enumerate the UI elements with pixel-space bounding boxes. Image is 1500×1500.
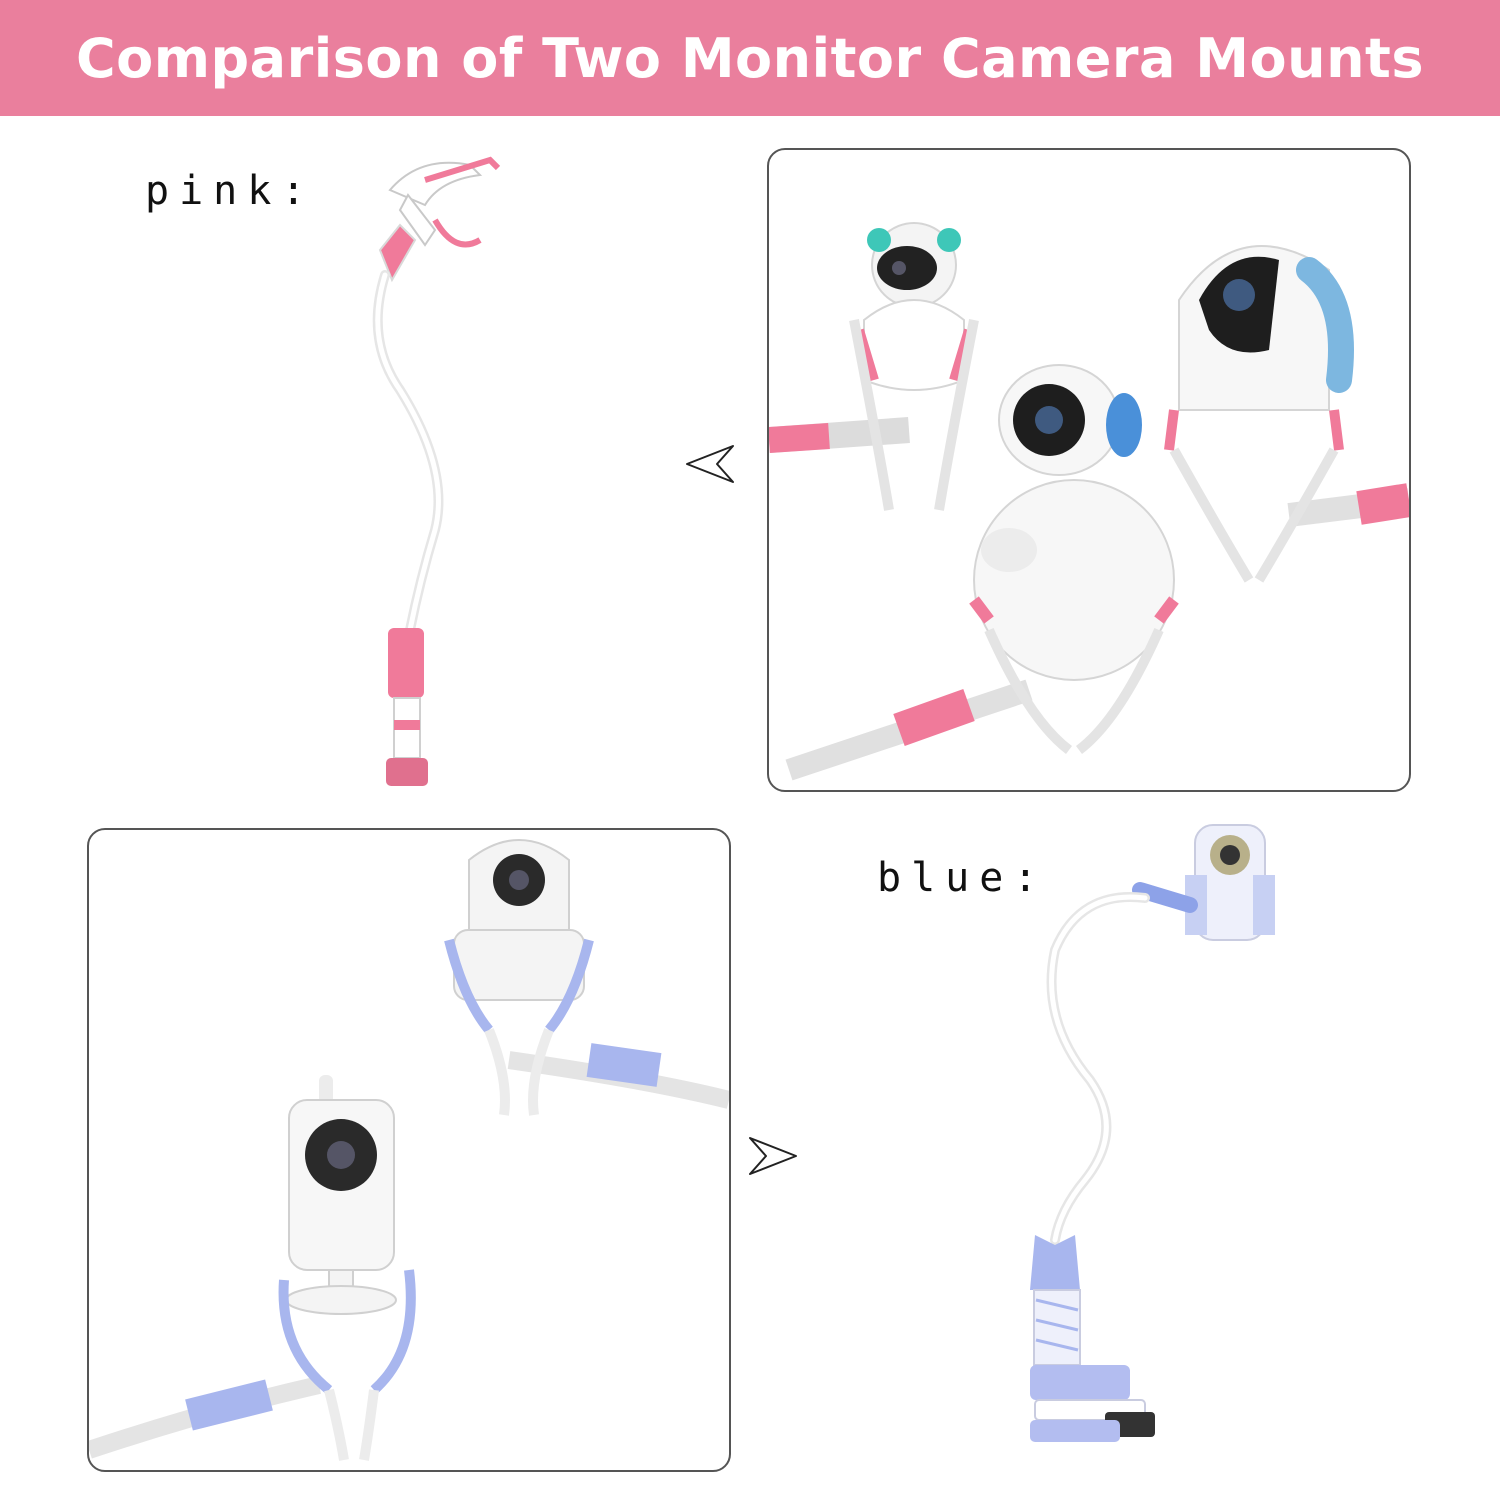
pink-mounts-cameras-image (769, 222, 1409, 781)
blue-mount-image (1030, 824, 1275, 1442)
left-triangle-arrow-icon (686, 445, 734, 483)
page-title: Comparison of Two Monitor Camera Mounts (76, 26, 1424, 90)
blue-mounts-photo-panel (87, 828, 731, 1472)
right-triangle-arrow-icon (749, 1137, 797, 1175)
pink-mount-image (372, 156, 501, 786)
blue-label: blue: (877, 855, 1048, 901)
blue-mounts-cameras-image (89, 839, 729, 1461)
pink-label: pink: (145, 168, 316, 214)
pink-mounts-photo-panel (767, 148, 1411, 792)
title-banner: Comparison of Two Monitor Camera Mounts (0, 0, 1500, 116)
